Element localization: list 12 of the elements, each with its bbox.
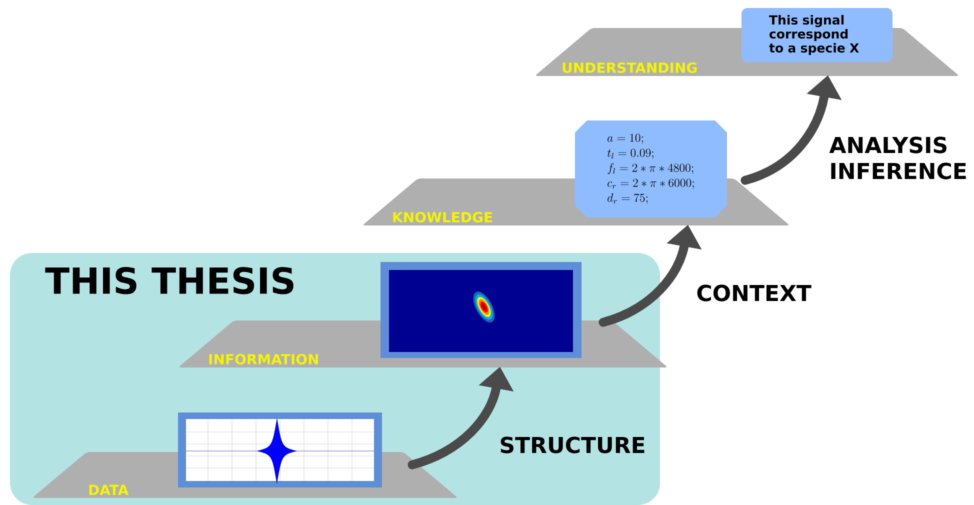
- spectrogram-drawing: [380, 262, 582, 358]
- plane-label: KNOWLEDGE: [393, 212, 492, 222]
- formula-box: $a = 10;$ $t_l = 0.09;$ $f_l = 2 * \pi * 4800;$ $c_r = 2 * \pi * 6000;$ $d_r = 75;$: [575, 120, 727, 218]
- signal-plot-drawing: [178, 412, 382, 488]
- plane-label: INFORMATION: [209, 354, 318, 364]
- edge-label: STRUCTURE: [500, 436, 644, 454]
- edge-label: ANALYSIS INFERENCE: [829, 136, 966, 180]
- note-box: This signal correspond to a specie X: [742, 8, 892, 62]
- plane-label: DATA: [89, 484, 129, 495]
- edge-label: CONTEXT: [697, 284, 812, 302]
- plane-label: UNDERSTANDING: [562, 62, 697, 73]
- region-title: THIS THESIS: [45, 267, 294, 294]
